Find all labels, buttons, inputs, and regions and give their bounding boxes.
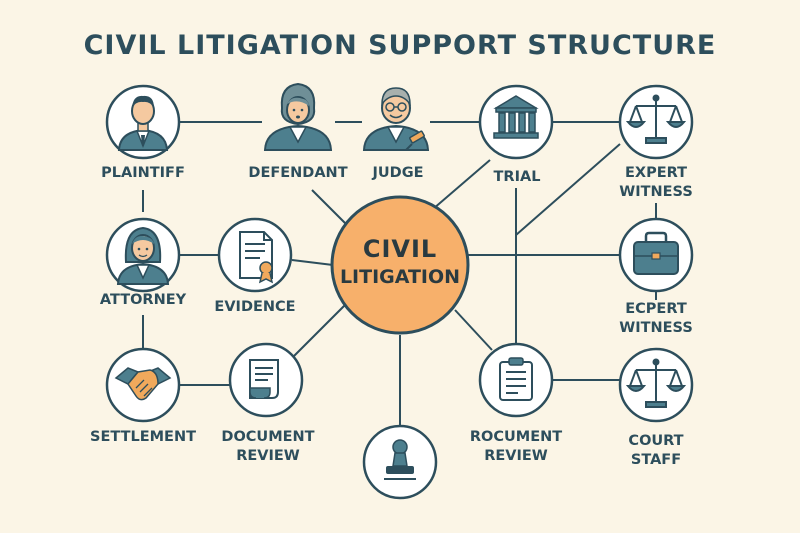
scales-icon: [625, 358, 687, 408]
expert-witness-mid-label-line2: WITNESS: [619, 320, 693, 336]
defendant-node[interactable]: [263, 82, 333, 151]
connectors: [142, 121, 657, 425]
document-review-node[interactable]: [228, 342, 304, 418]
expert-witness-top-label: EXPERT WITNESS: [619, 164, 693, 202]
clipboard-icon: [499, 357, 533, 401]
plaintiff-node[interactable]: [105, 84, 181, 160]
attorney-person-icon: [116, 226, 170, 285]
plaintiff-person-icon: [117, 95, 169, 151]
connector-expert-diagonal: [515, 143, 621, 236]
handshake-icon: [114, 367, 172, 401]
court-staff-label-line2: STAFF: [630, 452, 682, 468]
judge-label: JUDGE: [372, 165, 424, 181]
settlement-node[interactable]: [105, 347, 181, 423]
diagram-title: CIVIL LITIGATION SUPPORT STRUCTURE: [83, 30, 717, 61]
center-label-line2: LITIGATION: [339, 266, 461, 288]
rocument-review-label: ROCUMENT REVIEW: [470, 428, 562, 466]
rocument-review-label-line1: ROCUMENT: [469, 429, 563, 445]
defendant-label: DEFENDANT: [248, 165, 348, 181]
expert-witness-top-label-line1: EXPERT: [624, 165, 688, 181]
nodes: [105, 82, 694, 500]
courthouse-icon: [493, 95, 539, 139]
center-node[interactable]: [330, 195, 470, 335]
connector-center-trial: [432, 159, 491, 210]
center-label-line1: CIVIL: [362, 235, 438, 263]
scales-icon: [625, 94, 687, 144]
court-staff-node[interactable]: [618, 347, 694, 423]
expert-witness-mid-label-line1: ECPERT: [625, 301, 687, 317]
trial-node[interactable]: [478, 84, 554, 160]
trial-label: TRIAL: [493, 169, 541, 185]
attorney-label: ATTORNEY: [99, 292, 187, 308]
court-staff-label: COURT STAFF: [628, 432, 683, 470]
connector-evidence-center: [291, 259, 334, 266]
briefcase-icon: [633, 231, 679, 275]
connector-center-document: [289, 304, 346, 361]
center-label: CIVIL LITIGATION: [340, 234, 460, 290]
certificate-document-icon: [239, 231, 274, 284]
connector-center-rocument: [454, 309, 493, 351]
document-review-label: DOCUMENT REVIEW: [221, 428, 314, 466]
rocument-review-label-line2: REVIEW: [484, 448, 548, 464]
document-review-label-line2: REVIEW: [236, 448, 300, 464]
court-staff-label-line1: COURT: [628, 433, 684, 449]
settlement-label: SETTLEMENT: [90, 429, 196, 445]
expert-witness-top-node[interactable]: [618, 84, 694, 160]
expert-witness-mid-label: ECPERT WITNESS: [619, 300, 693, 338]
judge-person-icon: [362, 87, 430, 151]
judge-node[interactable]: [362, 87, 430, 151]
defendant-person-icon: [263, 82, 333, 151]
evidence-node[interactable]: [217, 217, 293, 293]
document-scroll-icon: [249, 359, 279, 399]
attorney-node[interactable]: [105, 217, 181, 293]
rocument-review-node[interactable]: [478, 342, 554, 418]
expert-witness-top-label-line2: WITNESS: [619, 184, 693, 200]
plaintiff-label: PLAINTIFF: [101, 165, 185, 181]
bottom-center-node[interactable]: [362, 424, 438, 500]
evidence-label: EVIDENCE: [214, 299, 296, 315]
expert-witness-mid-node[interactable]: [618, 217, 694, 293]
connector-center-defendant: [311, 189, 348, 226]
stamp-icon: [384, 439, 416, 480]
document-review-label-line1: DOCUMENT: [221, 429, 315, 445]
